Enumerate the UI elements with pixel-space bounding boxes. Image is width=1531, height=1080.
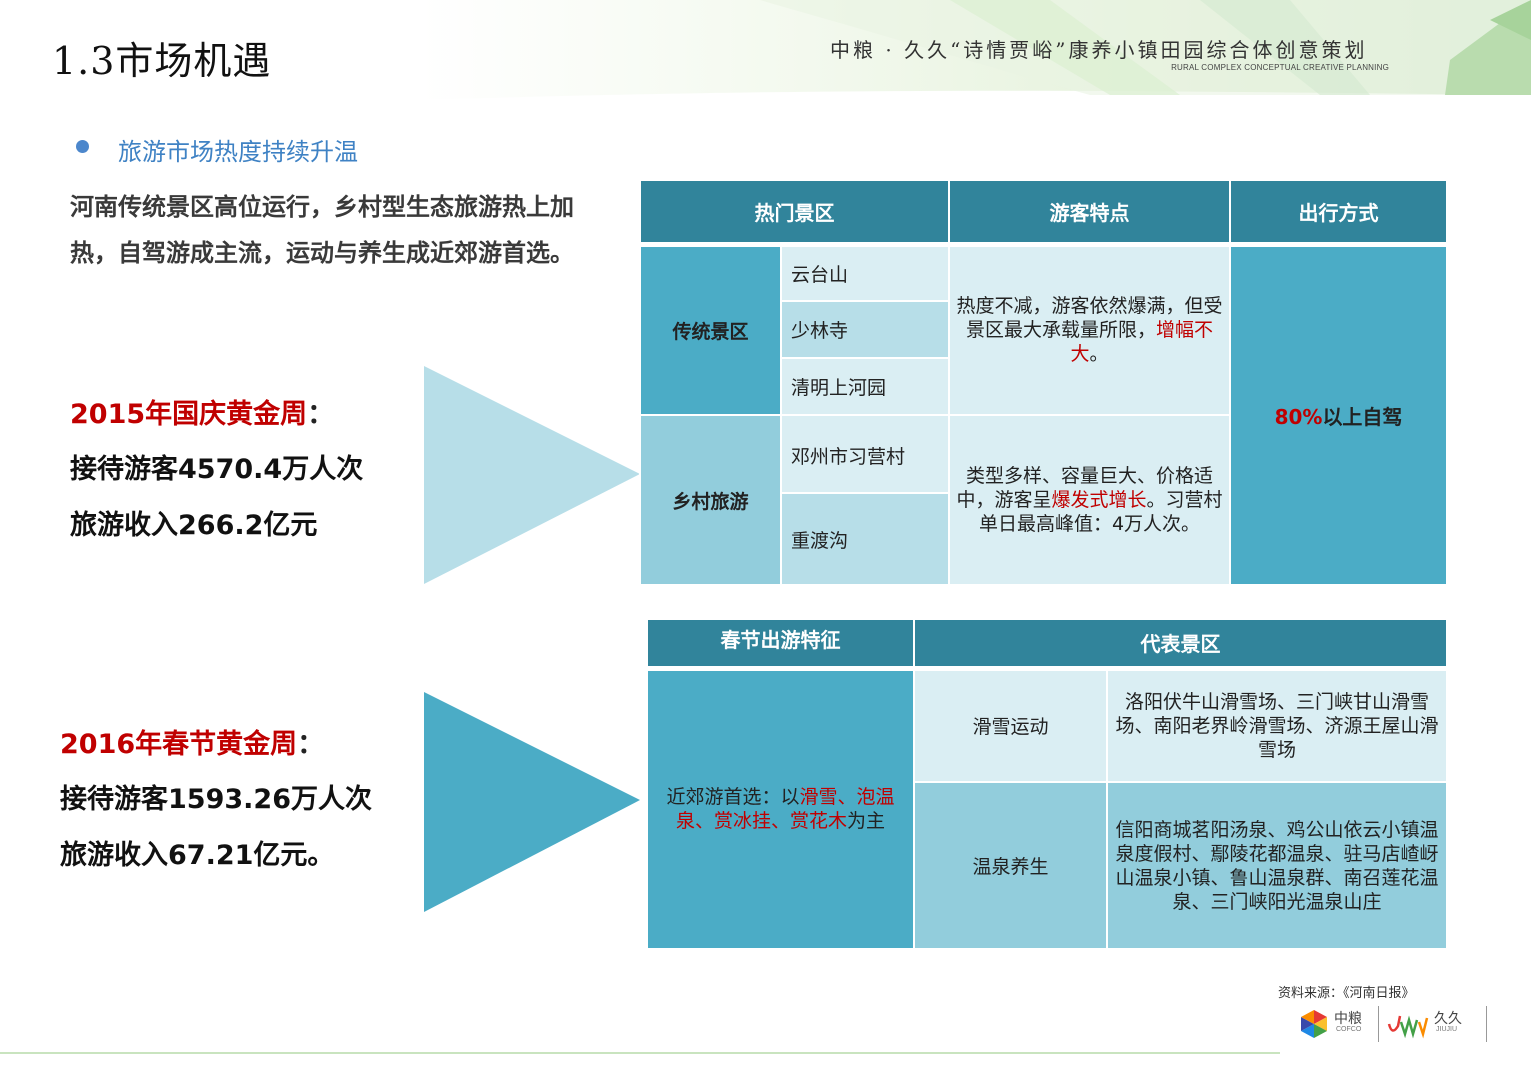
type-hot-spring: 温泉养生 xyxy=(913,781,1108,950)
logo-divider xyxy=(1378,1006,1379,1042)
table1-header-spots: 热门景区 xyxy=(639,179,950,247)
project-subtitle: RURAL COMPLEX CONCEPTUAL CREATIVE PLANNI… xyxy=(1171,63,1389,72)
stats-2016: 2016年春节黄金周： 接待游客1593.26万人次 旅游收入67.21亿元。 xyxy=(60,718,372,884)
cofco-logo-icon xyxy=(1301,1010,1327,1038)
header-background xyxy=(420,0,1531,100)
cofco-logo-en: COFCO xyxy=(1336,1026,1362,1033)
stats-2015-revenue: 旅游收入266.2亿元 xyxy=(70,510,318,541)
table1-header-travel: 出行方式 xyxy=(1229,179,1448,247)
project-title: 中粮 · 久久“诗情贾峪”康养小镇田园综合体创意策划 xyxy=(830,38,1368,62)
stats-2015-heading: 2015年国庆黄金周： xyxy=(70,399,335,430)
bullet-dot-icon xyxy=(76,140,89,153)
bottom-divider xyxy=(0,1052,1280,1054)
page-title: 1.3市场机遇 xyxy=(52,39,272,83)
category-traditional: 传统景区 xyxy=(639,243,782,416)
spot-yuntaishan: 云台山 xyxy=(780,243,950,302)
logo-area: 中粮 COFCO 久久 JIUJIU xyxy=(1298,1006,1488,1042)
spot-qingming: 清明上河园 xyxy=(780,357,950,416)
rural-description: 类型多样、容量巨大、价格适中，游客呈爆发式增长。习营村单日最高峰值：4万人次。 xyxy=(948,414,1231,586)
intro-paragraph: 河南传统景区高位运行，乡村型生态旅游热上加热，自驾游成主流，运动与养生成近郊游首… xyxy=(70,193,574,267)
hot-spots-table: 热门景区 游客特点 出行方式 传统景区 云台山 热度不减，游客依然爆满，但受景区… xyxy=(639,179,1448,586)
category-rural: 乡村旅游 xyxy=(639,414,782,586)
cofco-logo-text: 中粮 xyxy=(1334,1011,1362,1027)
stats-2016-revenue: 旅游收入67.21亿元。 xyxy=(60,840,335,871)
stats-2016-visitors: 接待游客1593.26万人次 xyxy=(60,784,372,815)
stats-2016-heading: 2016年春节黄金周： xyxy=(60,729,325,760)
stats-2015-visitors: 接待游客4570.4万人次 xyxy=(70,454,364,485)
spring-festival-table: 春节出游特征 代表景区 近郊游首选：以滑雪、泡温泉、赏冰挂、赏花木为主 滑雪运动… xyxy=(646,618,1448,950)
hot-spring-spots: 信阳商城茗阳汤泉、鸡公山依云小镇温泉度假村、鄢陵花都温泉、驻马店嵖岈山温泉小镇、… xyxy=(1106,781,1448,950)
section-heading: 旅游市场热度持续升温 xyxy=(118,138,358,166)
travel-mode: 80%以上自驾 xyxy=(1229,243,1448,586)
jiujiu-logo-text: 久久 xyxy=(1434,1011,1462,1027)
type-skiing: 滑雪运动 xyxy=(913,667,1108,783)
table1-header-traits: 游客特点 xyxy=(948,179,1231,247)
table2-header-features: 春节出游特征 xyxy=(646,618,915,671)
skiing-spots: 洛阳伏牛山滑雪场、三门峡甘山滑雪场、南阳老界岭滑雪场、济源王屋山滑雪场 xyxy=(1106,667,1448,783)
stats-2015: 2015年国庆黄金周： 接待游客4570.4万人次 旅游收入266.2亿元 xyxy=(70,388,363,554)
arrow-triangle-icon xyxy=(424,692,640,912)
spot-shaolin: 少林寺 xyxy=(780,300,950,359)
arrow-triangle-icon xyxy=(424,366,640,584)
traditional-description: 热度不减，游客依然爆满，但受景区最大承载量所限，增幅不大。 xyxy=(948,243,1231,416)
spot-chongdugou: 重渡沟 xyxy=(780,492,950,586)
jiujiu-logo-icon xyxy=(1387,1015,1429,1039)
table2-header-spots: 代表景区 xyxy=(913,618,1448,671)
source-note: 资料来源：《河南日报》 xyxy=(1278,986,1415,1001)
jiujiu-logo-en: JIUJIU xyxy=(1436,1026,1457,1033)
logo-divider xyxy=(1486,1006,1487,1042)
spring-feature: 近郊游首选：以滑雪、泡温泉、赏冰挂、赏花木为主 xyxy=(646,667,915,950)
spot-xiying: 邓州市习营村 xyxy=(780,414,950,494)
